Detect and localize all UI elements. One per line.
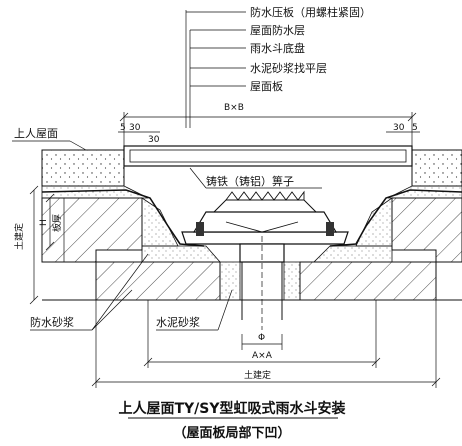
callout-waterproof-layer: 屋面防水层 — [250, 23, 305, 37]
callout-drain-base: 雨水斗底盘 — [250, 41, 305, 55]
svg-text:5: 5 — [120, 123, 126, 133]
title-line-2: （屋面板局部下凹） — [173, 425, 290, 441]
dim-small-right: 30 5 — [386, 123, 420, 133]
svg-text:30: 30 — [148, 135, 160, 145]
svg-text:土建定: 土建定 — [13, 223, 25, 250]
dim-bottom: Φ A×A 土建定 — [91, 300, 441, 388]
dim-left: 土建定 H 板厚 — [13, 185, 65, 305]
label-waterproof-mortar: 防水砂浆 — [30, 315, 74, 329]
label-grate: 铸铁（铸铝）箅子 — [206, 174, 294, 188]
svg-text:30: 30 — [129, 123, 141, 133]
svg-text:5: 5 — [412, 123, 418, 133]
svg-text:B×B: B×B — [224, 103, 244, 113]
svg-text:H: H — [39, 219, 49, 226]
paving-layer — [41, 145, 462, 187]
callout-labels: 防水压板（用螺柱紧固） 屋面防水层 雨水斗底盘 水泥砂浆找平层 屋面板 — [250, 5, 371, 93]
label-roof-surface: 上人屋面 — [14, 127, 58, 140]
callout-pressure-plate: 防水压板（用螺柱紧固） — [250, 5, 371, 19]
svg-text:Φ: Φ — [258, 333, 265, 343]
roof-slab — [41, 197, 462, 301]
svg-text:A×A: A×A — [252, 351, 273, 361]
svg-text:板厚: 板厚 — [51, 214, 63, 232]
svg-text:30: 30 — [393, 123, 405, 133]
dim-small-left: 5 30 30 — [118, 123, 160, 145]
drain-body — [181, 190, 349, 330]
title-line-1: 上人屋面TY/SY型虹吸式雨水斗安装 — [118, 400, 346, 417]
label-cement-mortar: 水泥砂浆 — [156, 315, 200, 329]
mortar-layers — [41, 185, 462, 301]
callout-roof-slab: 屋面板 — [250, 79, 283, 93]
callout-leaders — [185, 10, 246, 128]
svg-text:土建定: 土建定 — [244, 369, 271, 381]
callout-screed-layer: 水泥砂浆找平层 — [250, 61, 327, 75]
